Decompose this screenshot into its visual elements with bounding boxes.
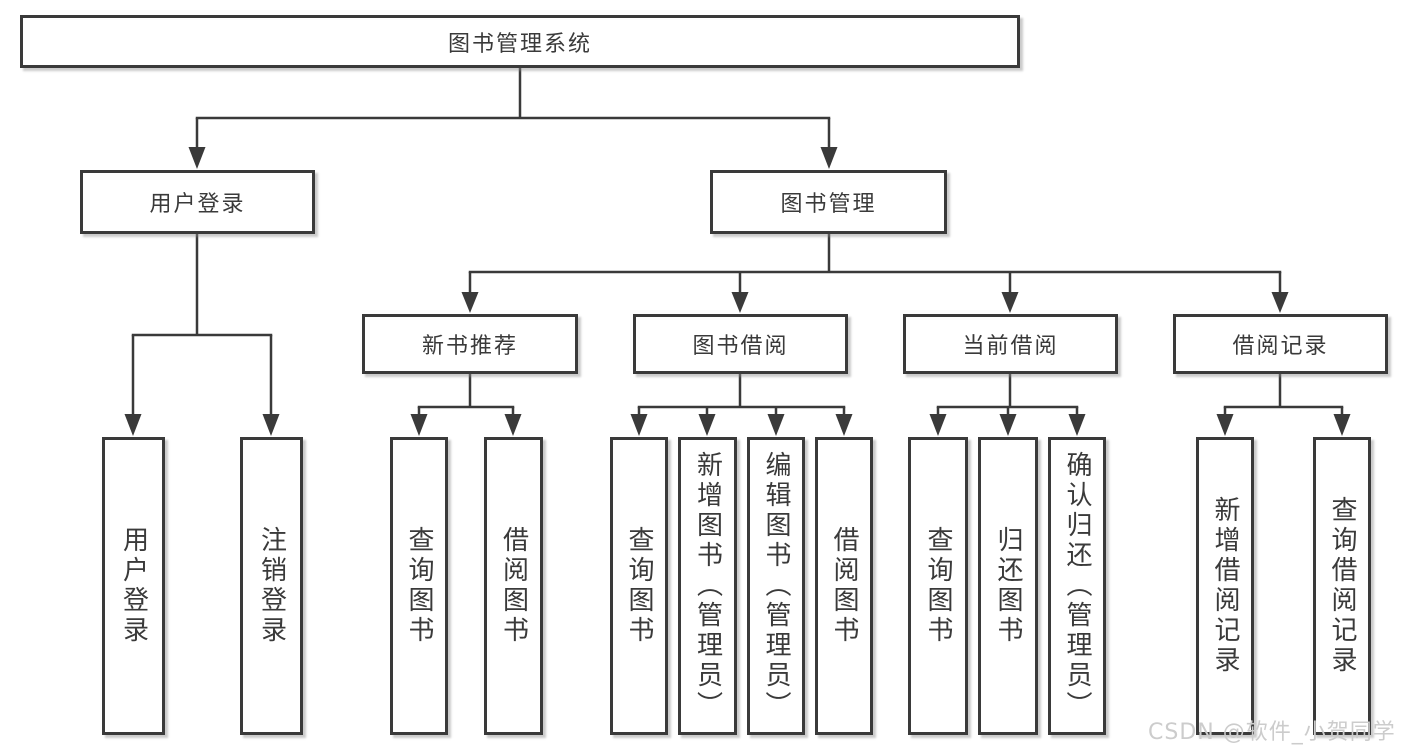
node-borrow-books-recommend: 借阅图书 <box>484 437 543 735</box>
node-edit-books-admin: 编辑图书（管理员） <box>747 437 805 735</box>
node-query-borrow-record: 查询借阅记录 <box>1313 437 1371 735</box>
node-label: 借阅记录 <box>1232 334 1329 359</box>
node-label: 用户登录 <box>118 526 149 646</box>
arrowheads <box>124 147 1351 436</box>
node-user-login-leaf: 用户登录 <box>102 437 165 735</box>
node-label: 查询图书 <box>624 526 654 646</box>
node-borrow-records: 借阅记录 <box>1173 314 1388 374</box>
node-query-books-borrow: 查询图书 <box>610 437 668 735</box>
node-current-borrow: 当前借阅 <box>903 314 1118 374</box>
node-add-borrow-record: 新增借阅记录 <box>1196 437 1254 735</box>
node-label: 查询借阅记录 <box>1327 496 1357 676</box>
node-label: 新书推荐 <box>421 334 518 359</box>
node-label: 用户登录 <box>149 192 246 217</box>
node-new-book-recommend: 新书推荐 <box>362 314 578 374</box>
node-label: 查询图书 <box>404 526 434 646</box>
node-logout: 注销登录 <box>240 437 303 735</box>
node-label: 注销登录 <box>256 526 287 646</box>
node-label: 确认归还（管理员） <box>1062 451 1092 721</box>
node-label: 新增图书（管理员） <box>692 451 723 721</box>
node-label: 借阅图书 <box>498 526 529 646</box>
node-label: 归还图书 <box>993 526 1023 646</box>
node-add-books-admin: 新增图书（管理员） <box>678 437 737 735</box>
node-label: 图书管理系统 <box>447 31 592 57</box>
node-query-books-recommend: 查询图书 <box>390 437 448 735</box>
node-query-books-current: 查询图书 <box>908 437 968 735</box>
node-label: 当前借阅 <box>962 334 1059 359</box>
node-book-management-system: 图书管理系统 <box>20 15 1020 68</box>
node-borrow-books-borrow: 借阅图书 <box>815 437 873 735</box>
node-label: 图书管理 <box>780 192 877 217</box>
node-label: 新增借阅记录 <box>1210 496 1240 676</box>
node-confirm-return-admin: 确认归还（管理员） <box>1048 437 1106 735</box>
node-book-management: 图书管理 <box>710 170 947 234</box>
node-label: 编辑图书（管理员） <box>761 451 791 721</box>
node-label: 借阅图书 <box>829 526 859 646</box>
node-return-books: 归还图书 <box>978 437 1038 735</box>
csdn-watermark: CSDN @软件_小贺同学 <box>1148 720 1396 745</box>
node-book-borrow: 图书借阅 <box>633 314 848 374</box>
node-user-login: 用户登录 <box>80 170 315 234</box>
node-label: 图书借阅 <box>692 334 789 359</box>
node-label: 查询图书 <box>923 526 953 646</box>
